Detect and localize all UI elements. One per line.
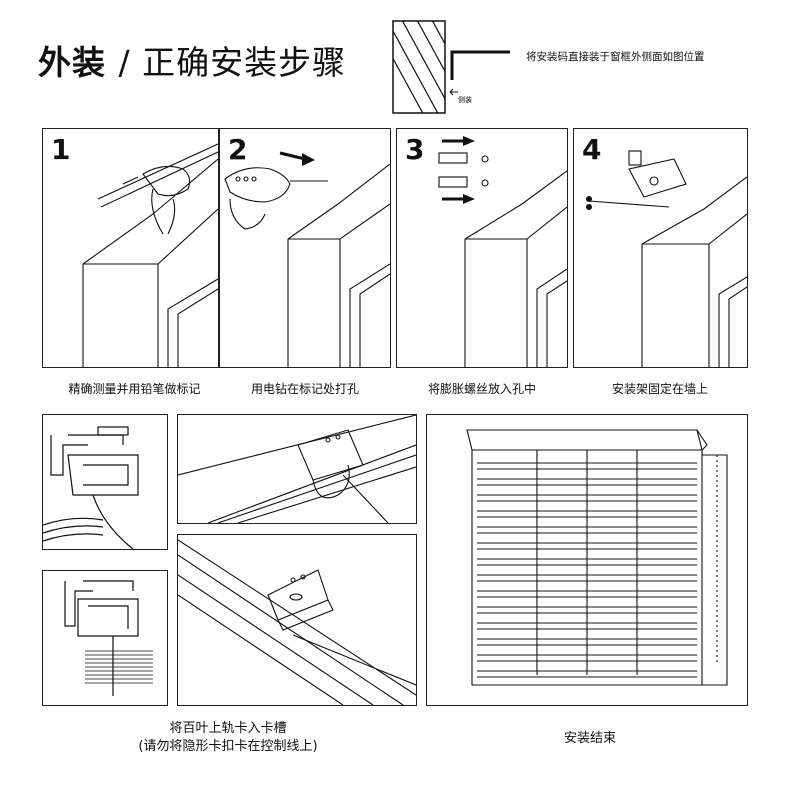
arrow-left-icon: [449, 88, 458, 96]
headrail-illustration: [64, 580, 153, 696]
rail-clip-illustration: [43, 426, 139, 549]
step-3-number: 3: [405, 133, 425, 166]
measure-illustration: [82, 143, 218, 367]
anchor-illustration: [438, 136, 567, 367]
installed-blind-illustration: [466, 429, 728, 686]
side-mount-label: 侧装: [458, 96, 472, 104]
rail-caption-line1: 将百叶上轨卡入卡槽: [169, 721, 287, 736]
rail-insert-panel: [177, 534, 417, 706]
step-1-number: 1: [51, 133, 71, 166]
step-4-number: 4: [582, 133, 602, 166]
step-2-caption: 用电钻在标记处打孔: [250, 382, 359, 396]
step-1-caption: 精确测量并用铅笔做标记: [68, 382, 201, 396]
rail-insert-illustration: [178, 539, 416, 705]
final-blind-panel: [426, 414, 748, 706]
step-3-panel: 3: [396, 128, 568, 368]
rail-closeup-panel-top: [42, 414, 168, 550]
title-rest: / 正确安装步骤: [118, 43, 347, 82]
step-3-caption: 将膨胀螺丝放入孔中: [427, 382, 536, 396]
final-caption: 安装结束: [563, 731, 616, 746]
title-bold: 外装: [38, 43, 106, 82]
step-2-number: 2: [228, 133, 248, 166]
step-2-panel: 2: [219, 128, 391, 368]
bracket-illustration: [586, 150, 747, 367]
side-mount-diagram: [392, 20, 510, 114]
rail-closeup-panel-bottom: [42, 570, 168, 706]
clip-insert-illustration: [178, 415, 416, 523]
clip-insert-panel: [177, 414, 417, 524]
step-4-caption: 安装架固定在墙上: [611, 382, 708, 396]
drill-illustration: [224, 151, 390, 367]
step-4-panel: 4: [573, 128, 748, 368]
step-1-panel: 1: [42, 128, 219, 368]
install-note: 将安装码直接装于窗框外侧面如图位置: [526, 51, 705, 63]
page-title: 外装 / 正确安装步骤: [38, 36, 346, 84]
rail-caption-line2: (请勿将隐形卡扣卡在控制线上): [138, 739, 318, 754]
